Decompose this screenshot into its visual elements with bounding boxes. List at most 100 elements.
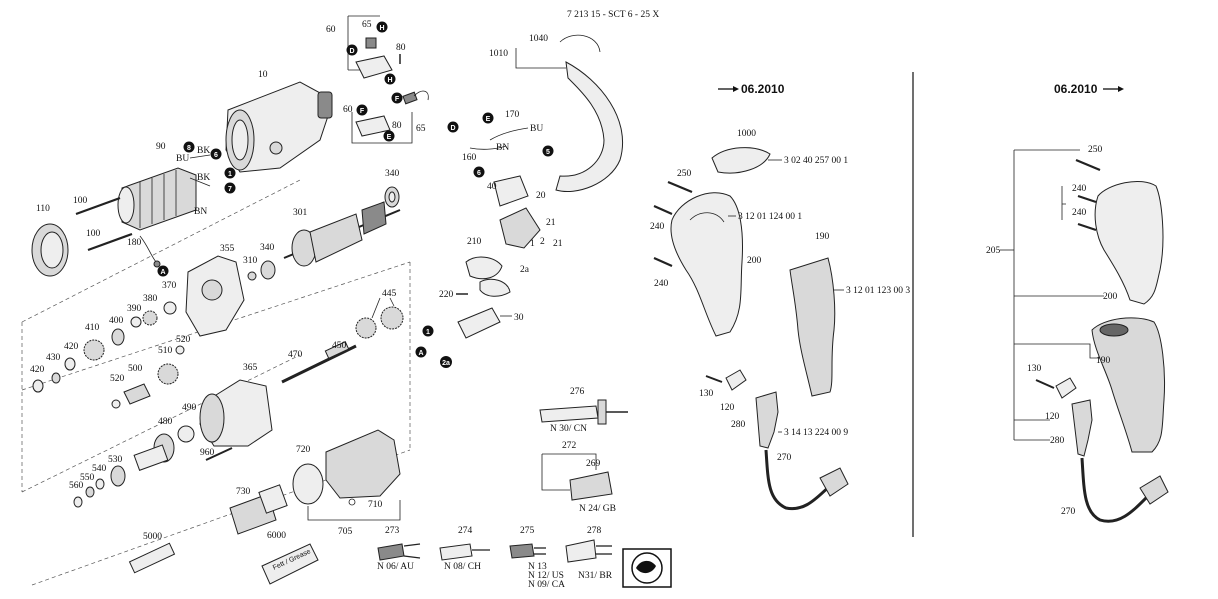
marker-f-icon: F [356, 104, 368, 116]
svg-text:N 24/ GB: N 24/ GB [579, 504, 616, 514]
svg-text:269: 269 [586, 459, 601, 469]
svg-text:H: H [379, 25, 384, 32]
housing-shell-200 [670, 192, 743, 337]
svg-text:720: 720 [296, 445, 311, 455]
svg-text:274: 274 [458, 526, 473, 536]
svg-text:BN: BN [194, 207, 207, 217]
svg-text:120: 120 [1045, 412, 1060, 422]
screw [1077, 194, 1097, 204]
svg-text:90: 90 [156, 142, 166, 152]
svg-text:220: 220 [439, 290, 454, 300]
svg-text:250: 250 [1088, 145, 1103, 155]
plug-278 [565, 539, 612, 563]
svg-text:205: 205 [986, 246, 1001, 256]
svg-text:180: 180 [127, 238, 142, 248]
svg-text:130: 130 [699, 389, 714, 399]
markers: H D H F F E E D 8 6 1 7 A 6 5 1 A 2a [157, 21, 554, 368]
svg-text:410: 410 [85, 323, 100, 333]
washer [163, 301, 177, 315]
svg-text:3 12 01 123 00 3: 3 12 01 123 00 3 [846, 286, 910, 296]
svg-text:D: D [450, 125, 455, 132]
svg-text:520: 520 [110, 374, 125, 384]
svg-text:100: 100 [73, 196, 88, 206]
washer [130, 316, 142, 328]
depth-ring [292, 463, 324, 505]
plug-274 [439, 543, 490, 561]
svg-text:240: 240 [1072, 184, 1087, 194]
screw [87, 232, 133, 252]
bracket [351, 112, 413, 144]
svg-text:80: 80 [396, 43, 406, 53]
svg-text:06.2010: 06.2010 [741, 82, 785, 96]
svg-text:240: 240 [1072, 208, 1087, 218]
brush-ring [31, 223, 69, 277]
marker-h-icon: H [384, 73, 396, 85]
svg-text:390: 390 [127, 304, 142, 314]
callout-lines [1013, 149, 1104, 441]
svg-text:445: 445 [382, 289, 397, 299]
svg-text:H: H [387, 77, 392, 84]
section-date-left: 06.2010 [718, 82, 785, 96]
pinion-shaft [123, 383, 151, 405]
sleeve [110, 465, 126, 487]
bearing-plate [185, 255, 245, 337]
stator-field-coil [117, 167, 197, 231]
svg-text:1010: 1010 [489, 49, 508, 59]
svg-text:N 08/ CH: N 08/ CH [444, 562, 481, 572]
svg-text:21: 21 [546, 218, 556, 228]
washer [175, 345, 185, 355]
svg-text:110: 110 [36, 204, 50, 214]
svg-text:240: 240 [650, 222, 665, 232]
cable-clip [559, 34, 601, 53]
screw [1075, 158, 1101, 172]
svg-text:550: 550 [80, 473, 95, 483]
svg-text:3 12 01 124 00 1: 3 12 01 124 00 1 [738, 212, 802, 222]
svg-text:A: A [160, 269, 165, 276]
motor-housing [225, 81, 333, 173]
svg-text:65: 65 [362, 20, 372, 30]
screw [705, 375, 723, 383]
svg-text:250: 250 [677, 169, 692, 179]
bearing [384, 186, 400, 208]
ground-wire [139, 235, 157, 263]
svg-text:370: 370 [162, 281, 177, 291]
svg-text:N 12/ US: N 12/ US [528, 571, 564, 581]
svg-text:BU: BU [530, 124, 543, 134]
marker-d-icon: D [447, 121, 459, 133]
svg-text:210: 210 [467, 237, 482, 247]
svg-text:N 30/ CN: N 30/ CN [550, 424, 587, 434]
svg-text:430: 430 [46, 353, 61, 363]
marker-d-icon: D [346, 44, 358, 56]
svg-text:400: 400 [109, 316, 124, 326]
svg-text:365: 365 [243, 363, 258, 373]
washer [64, 357, 76, 371]
svg-text:160: 160 [462, 153, 477, 163]
svg-text:BK: BK [197, 146, 210, 156]
arrow-right-icon [1118, 86, 1124, 92]
svg-text:500: 500 [128, 364, 143, 374]
screw [1035, 379, 1055, 389]
model-code: 7 213 15 - SCT 6 - 25 X [567, 10, 659, 20]
svg-text:6000: 6000 [267, 531, 286, 541]
svg-text:310: 310 [243, 256, 258, 266]
svg-text:2a: 2a [442, 360, 450, 367]
svg-text:530: 530 [108, 455, 123, 465]
svg-text:21: 21 [553, 239, 563, 249]
svg-text:301: 301 [293, 208, 308, 218]
plug-276 [539, 399, 628, 425]
o-ring [177, 425, 195, 443]
marker-1-icon: 1 [224, 167, 236, 179]
washer [51, 372, 61, 384]
svg-text:1040: 1040 [529, 34, 548, 44]
brush-holder [355, 115, 391, 137]
svg-text:2a: 2a [520, 265, 530, 275]
wire [469, 145, 507, 150]
svg-text:272: 272 [562, 441, 577, 451]
svg-text:270: 270 [777, 453, 792, 463]
svg-text:540: 540 [92, 464, 107, 474]
marker-e-icon: E [482, 112, 494, 124]
svg-text:10: 10 [258, 70, 268, 80]
washer [247, 271, 257, 281]
svg-text:2: 2 [540, 237, 545, 247]
svg-text:80: 80 [392, 121, 402, 131]
